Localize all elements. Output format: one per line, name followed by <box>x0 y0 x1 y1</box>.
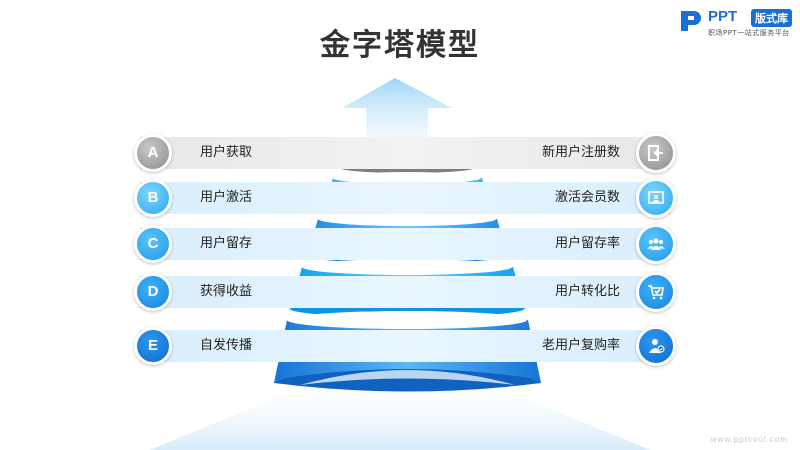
right-label-a: 新用户注册数 <box>541 145 620 160</box>
up-arrow <box>342 78 452 150</box>
login-icon <box>648 145 663 161</box>
page-title: 金字塔模型 <box>320 28 480 63</box>
row-band-c <box>140 228 670 260</box>
letter-badge-d: D <box>134 273 172 311</box>
logo-badge: 版式库 <box>751 9 792 27</box>
letter-badge-e: E <box>134 327 172 365</box>
light-beam <box>150 375 650 450</box>
right-label-e: 老用户复购率 <box>541 338 620 353</box>
left-label-b: 用户激活 <box>200 190 253 205</box>
left-label-a: 用户获取 <box>200 145 253 160</box>
user-group-icon <box>647 238 665 250</box>
right-label-c: 用户留存率 <box>554 236 620 251</box>
letter-badge-b: B <box>134 179 172 217</box>
brand-logo: PPT 版式库 职场PPT一站式服务平台 <box>678 8 796 38</box>
logo-tagline: 职场PPT一站式服务平台 <box>708 29 790 37</box>
row-band-d <box>140 276 670 308</box>
letter-badge-c: C <box>134 225 172 263</box>
watermark: www.pptcool.com <box>710 435 788 444</box>
logo-brand: PPT <box>708 8 738 25</box>
right-label-d: 用户转化比 <box>554 284 620 299</box>
left-label-e: 自发传播 <box>200 338 253 353</box>
left-label-d: 获得收益 <box>200 284 253 299</box>
row-band-e <box>140 330 670 362</box>
letter-badge-a: A <box>134 134 172 172</box>
user-badge-icon <box>649 339 665 353</box>
icon-badge-c <box>636 224 676 264</box>
user-card-icon <box>648 191 664 204</box>
icon-badge-b <box>636 178 676 218</box>
logo-p-icon <box>681 11 701 31</box>
icon-badge-a <box>636 133 676 173</box>
row-band-b <box>140 182 670 214</box>
cart-check-icon <box>648 285 664 300</box>
right-label-b: 激活会员数 <box>554 190 620 205</box>
row-band-a <box>140 137 670 169</box>
icon-badge-e <box>636 326 676 366</box>
icon-badge-d <box>636 272 676 312</box>
left-label-c: 用户留存 <box>200 236 253 251</box>
